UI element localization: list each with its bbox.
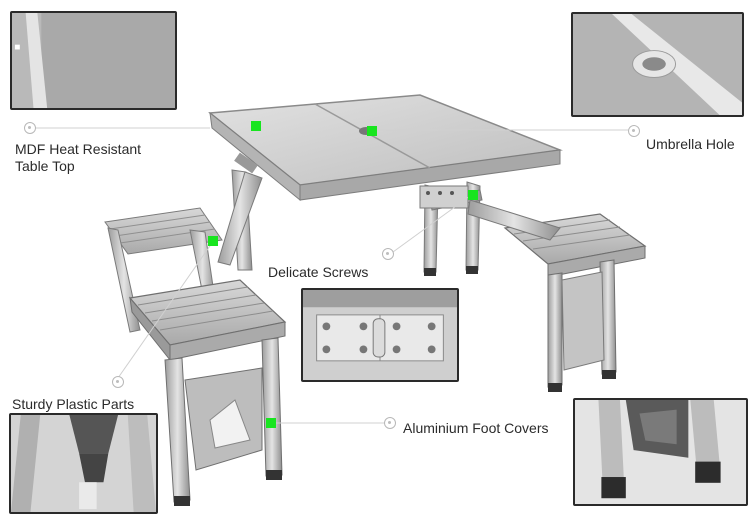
marker-umbrella-hole <box>367 126 377 136</box>
table-frame <box>217 169 483 273</box>
inset-table-top-closeup <box>10 11 177 110</box>
marker-table-top <box>251 121 261 131</box>
table-top <box>208 94 563 202</box>
leader-dot-table-top <box>24 122 36 134</box>
inset-plastic-parts-closeup <box>9 413 158 514</box>
marker-foot-covers <box>266 418 276 428</box>
inset-umbrella-hole-closeup <box>571 12 744 117</box>
leader-dot-umbrella <box>628 125 640 137</box>
label-foot-covers: Aluminium Foot Covers <box>403 420 549 436</box>
leader-dot-screws <box>382 248 394 260</box>
seat-right <box>467 199 647 392</box>
label-mdf-top: MDF Heat Resistant Table Top <box>15 141 142 174</box>
inset-screws-closeup <box>301 288 459 382</box>
inset-foot-covers-closeup <box>573 398 748 506</box>
leader-dot-plastic <box>112 376 124 388</box>
label-screws: Delicate Screws <box>268 264 369 280</box>
label-plastic-parts: Sturdy Plastic Parts <box>12 396 135 412</box>
marker-plastic-parts <box>208 236 218 246</box>
label-umbrella-hole: Umbrella Hole <box>646 136 735 152</box>
marker-screws <box>468 190 478 200</box>
leader-dot-foot <box>384 417 396 429</box>
seat-front-left <box>128 279 287 506</box>
